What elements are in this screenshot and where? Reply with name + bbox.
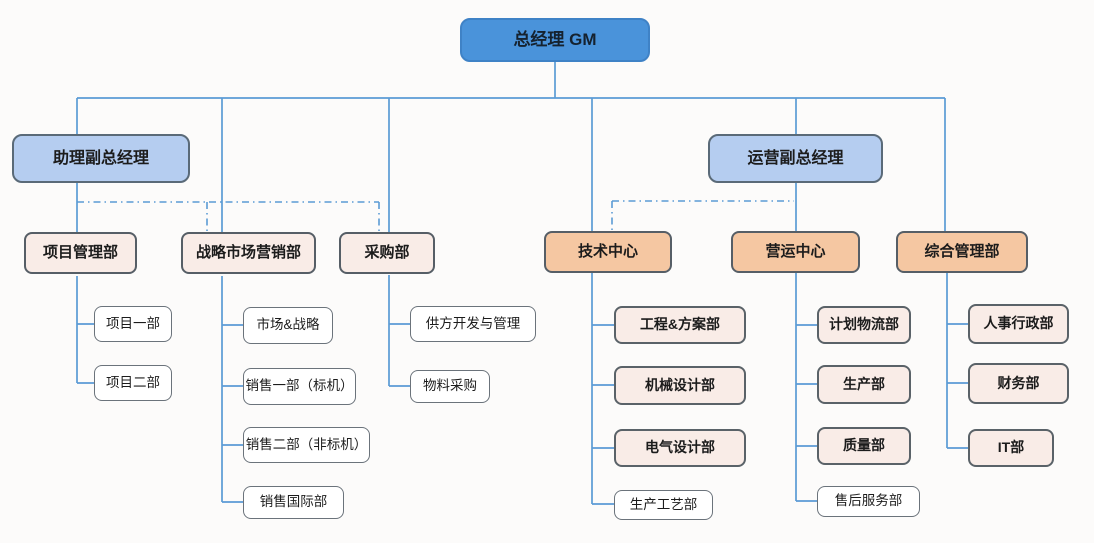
- node-planning-logistics-dept: 计划物流部: [817, 306, 911, 344]
- node-mechanical-design-dept: 机械设计部: [614, 366, 746, 405]
- node-production-dept: 生产部: [817, 365, 911, 404]
- node-sales-dept-2-nonstandard: 销售二部（非标机）: [243, 427, 370, 463]
- solid-connectors: [76, 62, 968, 505]
- node-finance-dept: 财务部: [968, 363, 1069, 404]
- node-production-process-dept: 生产工艺部: [614, 490, 713, 520]
- node-material-procurement: 物料采购: [410, 370, 490, 403]
- node-market-strategy: 市场&战略: [243, 307, 333, 344]
- node-supplier-development-management: 供方开发与管理: [410, 306, 536, 342]
- node-project-div-2: 项目二部: [94, 365, 172, 401]
- node-assistant-deputy-gm: 助理副总经理: [12, 134, 190, 183]
- node-strategic-marketing-dept: 战略市场营销部: [181, 232, 316, 274]
- node-electrical-design-dept: 电气设计部: [614, 429, 746, 467]
- node-after-sales-service-dept: 售后服务部: [817, 486, 920, 517]
- node-general-management-dept: 综合管理部: [896, 231, 1028, 273]
- node-project-management-dept: 项目管理部: [24, 232, 137, 274]
- node-operations-center: 营运中心: [731, 231, 860, 273]
- dashed-connectors: [77, 200, 794, 232]
- node-quality-dept: 质量部: [817, 427, 911, 465]
- node-engineering-solutions-dept: 工程&方案部: [614, 306, 746, 344]
- node-general-manager: 总经理 GM: [460, 18, 650, 62]
- node-hr-admin-dept: 人事行政部: [968, 304, 1069, 344]
- node-procurement-dept: 采购部: [339, 232, 435, 274]
- node-sales-dept-1-standard: 销售一部（标机）: [243, 368, 356, 405]
- node-project-div-1: 项目一部: [94, 306, 172, 342]
- node-it-dept: IT部: [968, 429, 1054, 467]
- node-operations-deputy-gm: 运营副总经理: [708, 134, 883, 183]
- node-technology-center: 技术中心: [544, 231, 672, 273]
- node-international-sales-dept: 销售国际部: [243, 486, 344, 519]
